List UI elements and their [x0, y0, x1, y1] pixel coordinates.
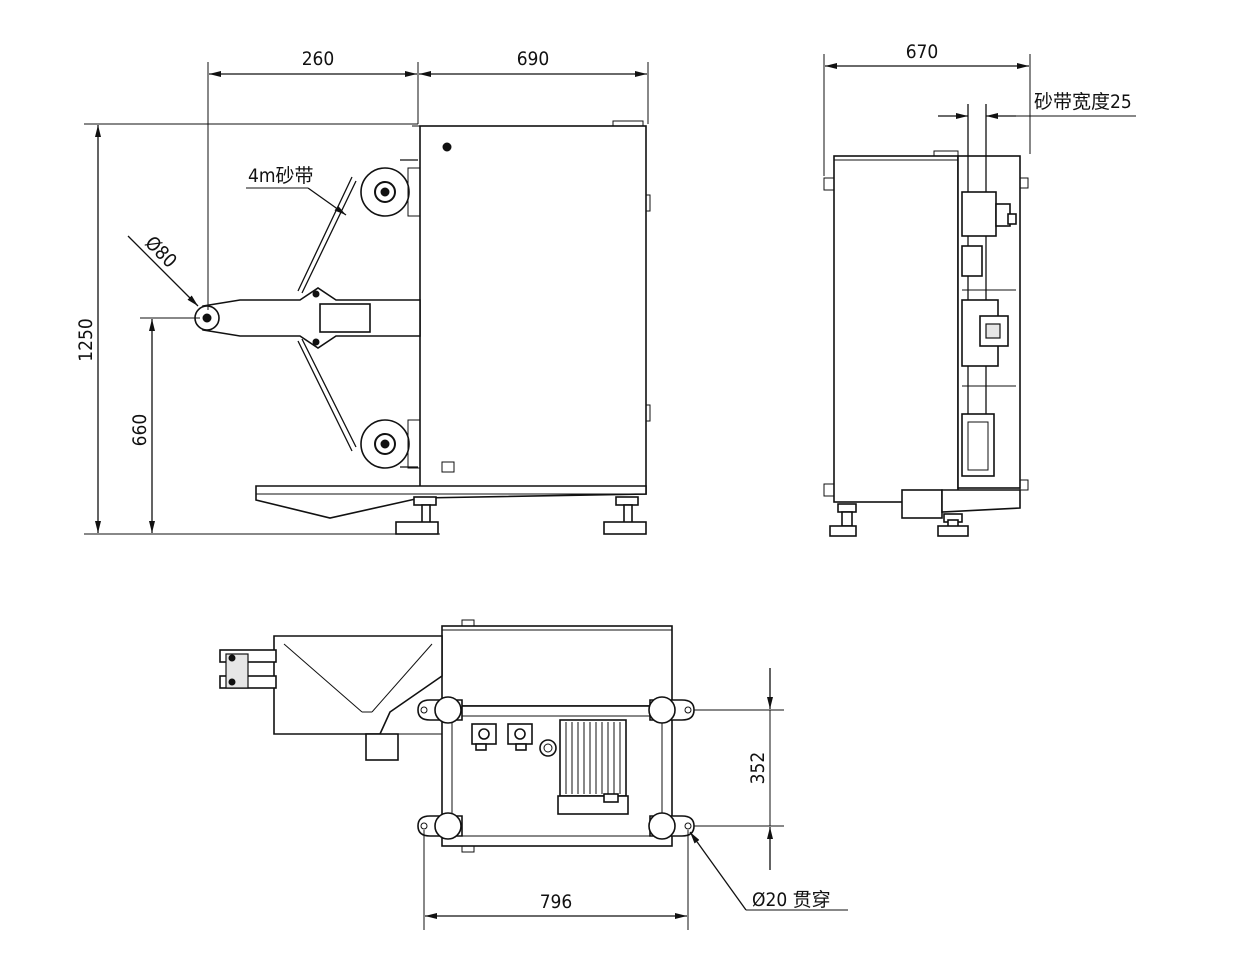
front-arm: [202, 287, 421, 349]
top-label-hole: Ø20 贯穿: [752, 889, 831, 911]
side-cabinet: [833, 155, 959, 503]
front-dim-total-height: 1250: [75, 318, 97, 362]
side-mechanism-bottom: [961, 413, 995, 477]
front-base: [255, 485, 647, 519]
front-cabinet: [419, 125, 647, 495]
top-view: 352 796 Ø20 贯穿: [219, 619, 848, 930]
front-dim-body-width: 690: [517, 48, 550, 70]
front-dim-arm-height: 660: [129, 414, 151, 447]
side-dim-depth: 670: [906, 41, 939, 63]
top-hood: [441, 625, 673, 707]
side-mechanism-middle: [961, 299, 1009, 367]
front-label-belt: 4m砂带: [248, 165, 314, 187]
side-mechanism-top: [961, 191, 1017, 277]
side-feet: [829, 503, 969, 537]
front-feet: [395, 496, 647, 535]
top-hopper: [273, 635, 443, 735]
front-cabinet-lock-icon: [442, 142, 452, 152]
top-mounting-ears: [417, 696, 695, 840]
front-dim-arm-width: 260: [302, 48, 335, 70]
top-dim-hole-spacing: 352: [747, 752, 769, 785]
front-sanding-belt: [301, 159, 418, 468]
side-view: 670 砂带宽度25: [823, 41, 1136, 537]
front-view: 260 690 1250 660 4m砂带 Ø80: [75, 48, 651, 535]
top-motor: [559, 719, 627, 797]
side-label-belt-width: 砂带宽度25: [1034, 91, 1132, 113]
top-dim-base-width: 796: [540, 891, 573, 913]
front-label-wheel-dia: Ø80: [140, 232, 180, 272]
